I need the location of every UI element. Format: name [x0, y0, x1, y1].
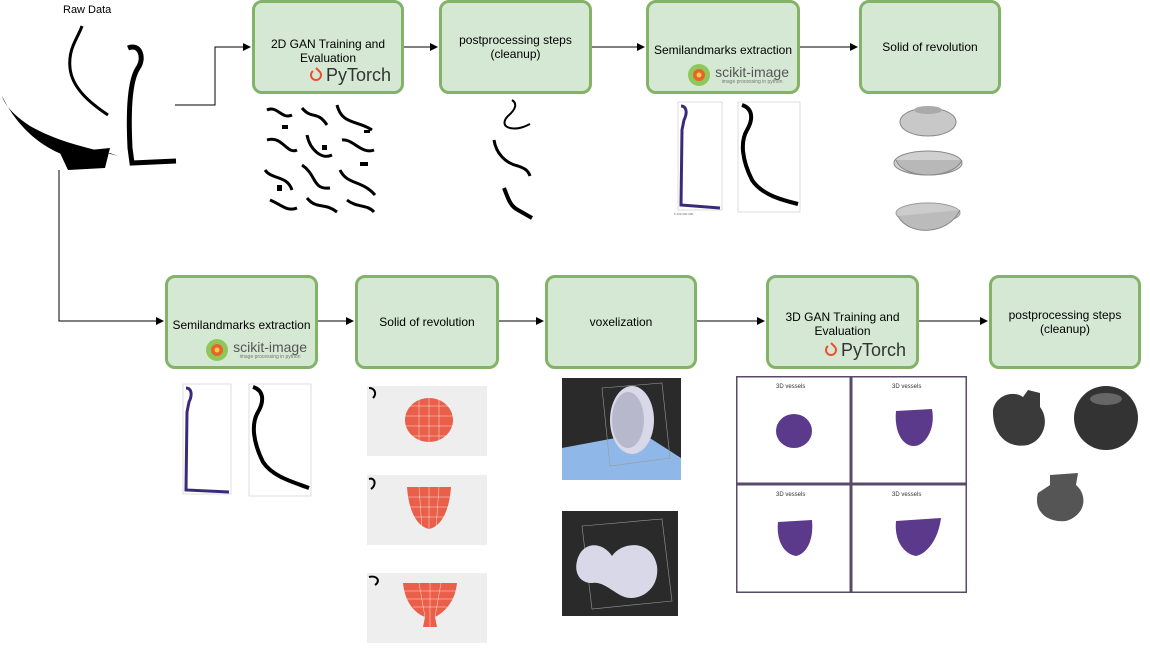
box-label: Semilandmarks extraction [653, 43, 793, 57]
pytorch-logo: PyTorch [309, 65, 391, 85]
scikit-image-icon [206, 339, 229, 361]
mesh-plot-2 [367, 475, 487, 545]
scikit-image-text: scikit-image [233, 339, 307, 355]
box-solid-of-revolution-top: Solid of revolution [859, 0, 1001, 94]
box-3d-gan-training: 3D GAN Training and Evaluation PyTorch [766, 275, 919, 369]
gan-generated-samples-grid [262, 100, 379, 217]
postprocessed-voxel-vessels [992, 386, 1138, 522]
raw-data-label: Raw Data [63, 4, 112, 16]
mesh-plot-3 [367, 573, 487, 643]
pytorch-logo: PyTorch [824, 340, 906, 360]
cleaned-profiles [492, 99, 533, 220]
scikit-image-text: scikit-image [715, 64, 789, 80]
box-label: 2D GAN Training and Evaluation [270, 37, 386, 65]
box-label: voxelization [589, 315, 653, 329]
raw-data-profiles [2, 25, 177, 170]
box-label: 3D GAN Training and Evaluation [785, 310, 900, 338]
semilandmarks-plot-top-a: 0 100 200 300 [674, 101, 723, 216]
svg-text:0 100 200 300: 0 100 200 300 [674, 212, 694, 216]
box-label: Solid of revolution [379, 315, 475, 329]
plot-title-4: 3D vessels [892, 492, 922, 498]
box-voxelization: voxelization [545, 275, 697, 369]
pytorch-logo-text: PyTorch [840, 340, 906, 360]
box-label: postprocessing steps (cleanup) [459, 33, 572, 61]
pytorch-flame-icon [825, 342, 837, 356]
box-label: postprocessing steps (cleanup) [1008, 308, 1122, 336]
solid-of-revolution-renders-top [893, 106, 963, 231]
pytorch-logo-text: PyTorch [325, 65, 391, 85]
box-postprocessing-top: postprocessing steps (cleanup) [439, 0, 592, 94]
plot-title-3: 3D vessels [776, 492, 806, 498]
scikit-image-subtext: image processing in python [239, 354, 301, 360]
plot-title-1: 3D vessels [776, 384, 806, 390]
semilandmarks-plot-bottom-a [182, 383, 232, 495]
voxel-render-2 [562, 511, 678, 616]
mesh-plot-1 [367, 386, 487, 456]
plot-title-2: 3D vessels [892, 384, 922, 390]
semilandmarks-plot-top-b [737, 101, 801, 213]
box-label: Semilandmarks extraction [172, 318, 311, 332]
box-postprocessing-bottom: postprocessing steps (cleanup) [989, 275, 1141, 369]
scikit-image-subtext: image processing in python [721, 79, 783, 85]
voxel-render-1 [562, 378, 681, 480]
scikit-image-icon [688, 64, 711, 86]
box-solid-of-revolution-bottom: Solid of revolution [355, 275, 499, 369]
pytorch-flame-icon [310, 67, 322, 81]
box-2d-gan-training: 2D GAN Training and Evaluation PyTorch [252, 0, 404, 94]
semilandmarks-plot-bottom-b [248, 383, 312, 497]
3d-vessels-plot-grid [736, 376, 967, 593]
box-label: Solid of revolution [882, 40, 978, 54]
